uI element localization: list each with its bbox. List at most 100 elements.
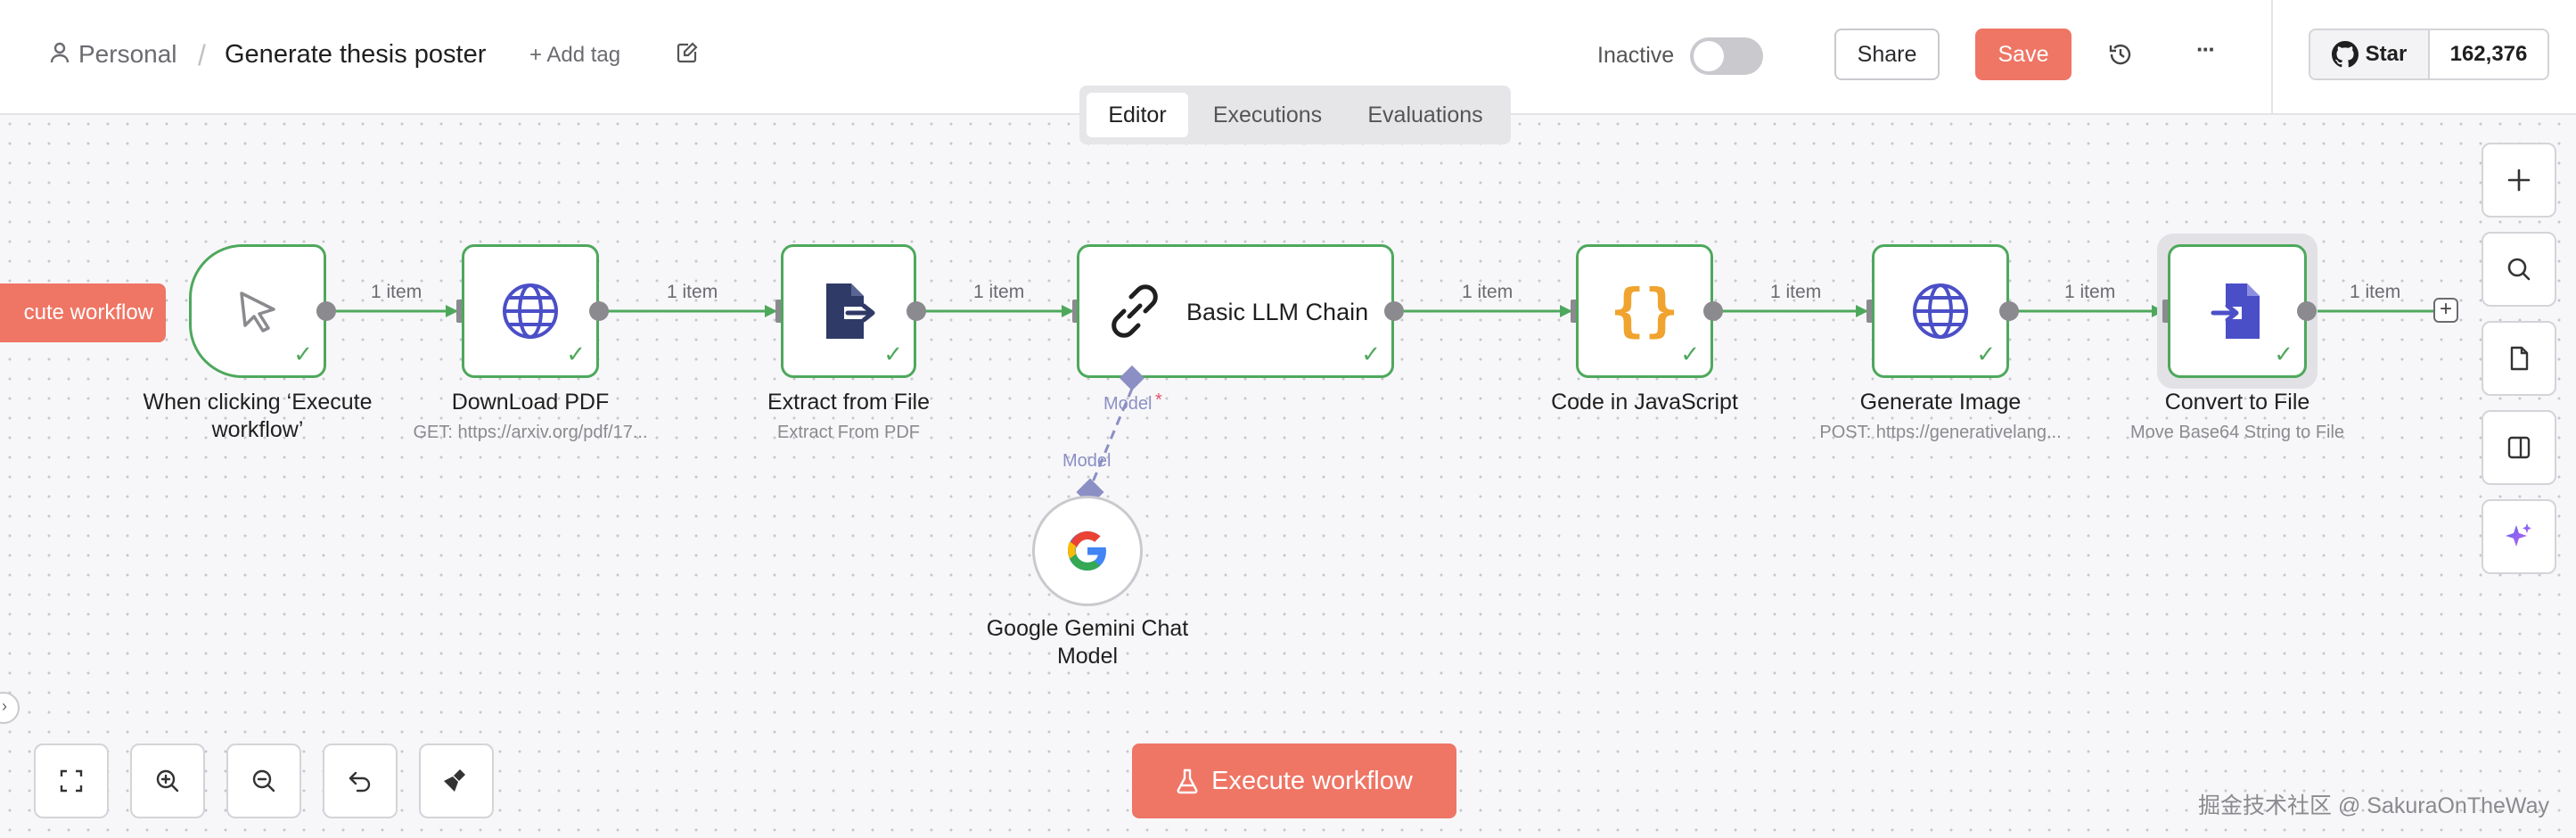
zoom-out-button[interactable] (226, 744, 301, 818)
search-icon (2507, 258, 2531, 281)
output-port[interactable] (589, 301, 609, 321)
zoom-in-button[interactable] (130, 744, 205, 818)
input-port[interactable] (2162, 300, 2171, 323)
success-check-icon: ✓ (566, 341, 586, 367)
output-port[interactable] (1703, 301, 1723, 321)
node-manual-trigger[interactable]: ✓ (189, 244, 326, 378)
edit-description-icon[interactable] (676, 41, 699, 69)
input-port[interactable] (1571, 300, 1579, 323)
success-check-icon: ✓ (1976, 341, 1996, 367)
connection-item-count: 1 item (1462, 282, 1514, 302)
more-menu-button[interactable]: ··· (2196, 36, 2216, 62)
broom-icon (444, 769, 465, 792)
node-label: Code in JavaScript (1551, 390, 1738, 415)
node-download-pdf[interactable]: ✓ (462, 244, 599, 378)
github-star-button[interactable]: Star (2310, 30, 2430, 78)
connection-item-count: 1 item (1770, 282, 1822, 302)
tab-executions[interactable]: Executions (1212, 102, 1323, 127)
workflow-canvas[interactable] (0, 114, 2576, 838)
watermark: 掘金技术社区 @ SakuraOnTheWay (2198, 793, 2549, 818)
node-label: Google Gemini Chat Model (986, 616, 1189, 669)
plus-icon (2507, 168, 2531, 192)
project-breadcrumb[interactable]: Personal (78, 40, 177, 68)
connection-item-count: 1 item (973, 282, 1025, 302)
code-braces-icon: {} (1579, 247, 1710, 375)
status-label: Inactive (1597, 43, 1675, 68)
node-title: Basic LLM Chain (1186, 299, 1369, 325)
breadcrumb-separator: / (198, 39, 206, 71)
toggle-panel-button[interactable] (2482, 410, 2556, 485)
history-icon[interactable] (2107, 41, 2134, 72)
input-port[interactable] (1866, 300, 1875, 323)
globe-icon (1875, 247, 2006, 375)
active-toggle[interactable] (1690, 37, 1763, 75)
node-convert-to-file[interactable]: ✓ (2168, 244, 2307, 378)
workflow-name[interactable]: Generate thesis poster (225, 40, 487, 69)
tidy-up-button[interactable] (419, 744, 494, 818)
share-button[interactable]: Share (1834, 29, 1940, 80)
execute-workflow-button[interactable]: Execute workflow (1132, 744, 1456, 818)
success-check-icon: ✓ (1361, 341, 1381, 367)
execute-workflow-label: Execute workflow (1211, 766, 1413, 795)
output-port[interactable] (2297, 301, 2317, 321)
header-divider (2271, 0, 2273, 113)
braces-glyph: {} (1610, 278, 1679, 344)
github-star-label: Star (2365, 42, 2408, 66)
undo-button[interactable] (323, 744, 398, 818)
ai-assistant-button[interactable] (2482, 499, 2556, 574)
link-chain-icon (1104, 281, 1165, 346)
add-tag-button[interactable]: + Add tag (529, 43, 621, 67)
input-port[interactable] (775, 300, 784, 323)
sticky-note-button[interactable] (2482, 321, 2556, 396)
node-code-javascript[interactable]: {} ✓ (1576, 244, 1713, 378)
file-import-icon (2170, 247, 2304, 375)
tab-editor[interactable]: Editor (1087, 93, 1188, 137)
document-icon (2510, 346, 2529, 371)
connection-item-count: 1 item (2350, 282, 2401, 302)
github-star-widget[interactable]: Star 162,376 (2309, 29, 2549, 80)
node-subtitle: Move Base64 String to File (2129, 423, 2345, 442)
node-label: Convert to File (2164, 390, 2310, 415)
tab-evaluations[interactable]: Evaluations (1367, 102, 1483, 127)
cursor-pointer-icon (192, 247, 324, 375)
connection-item-count: 1 item (667, 282, 718, 302)
node-label: DownLoad PDF (451, 390, 610, 415)
connection-item-count: 1 item (371, 282, 422, 302)
file-export-icon (783, 247, 914, 375)
search-nodes-button[interactable] (2482, 232, 2556, 307)
fullscreen-icon (60, 769, 83, 793)
add-node-plus-icon[interactable]: + (2433, 298, 2458, 323)
output-port[interactable] (1384, 301, 1404, 321)
execute-workflow-trigger-button[interactable]: cute workflow (0, 283, 166, 342)
save-button[interactable]: Save (1975, 29, 2071, 80)
node-subtitle: GET: https://arxiv.org/pdf/17... (413, 423, 648, 442)
add-node-button[interactable] (2482, 143, 2556, 218)
node-generate-image[interactable]: ✓ (1872, 244, 2009, 378)
node-basic-llm-chain[interactable]: Basic LLM Chain ✓ (1077, 244, 1394, 378)
node-label: Generate Image (1859, 390, 2022, 415)
model-connector-label: Model (1062, 451, 1112, 471)
success-check-icon: ✓ (883, 341, 903, 367)
output-port[interactable] (1999, 301, 2019, 321)
zoom-out-icon (252, 769, 275, 793)
user-icon (50, 41, 70, 69)
node-label: Extract from File (767, 390, 930, 415)
node-subtitle: Extract From PDF (776, 423, 920, 442)
zoom-in-icon (156, 769, 179, 793)
flask-icon (1177, 768, 1198, 794)
undo-icon (349, 771, 371, 793)
input-port[interactable] (456, 300, 465, 323)
output-port[interactable] (316, 301, 336, 321)
required-mark: * (1155, 390, 1162, 410)
node-google-gemini-chat-model[interactable] (1032, 496, 1143, 606)
globe-icon (464, 247, 596, 375)
model-port-label: Model (1103, 394, 1153, 414)
fit-view-button[interactable] (34, 744, 109, 818)
success-check-icon: ✓ (1680, 341, 1700, 367)
node-extract-from-file[interactable]: ✓ (781, 244, 916, 378)
node-subtitle: POST: https://generativelang... (1819, 423, 2062, 442)
connection-item-count: 1 item (2064, 282, 2116, 302)
output-port[interactable] (907, 301, 926, 321)
